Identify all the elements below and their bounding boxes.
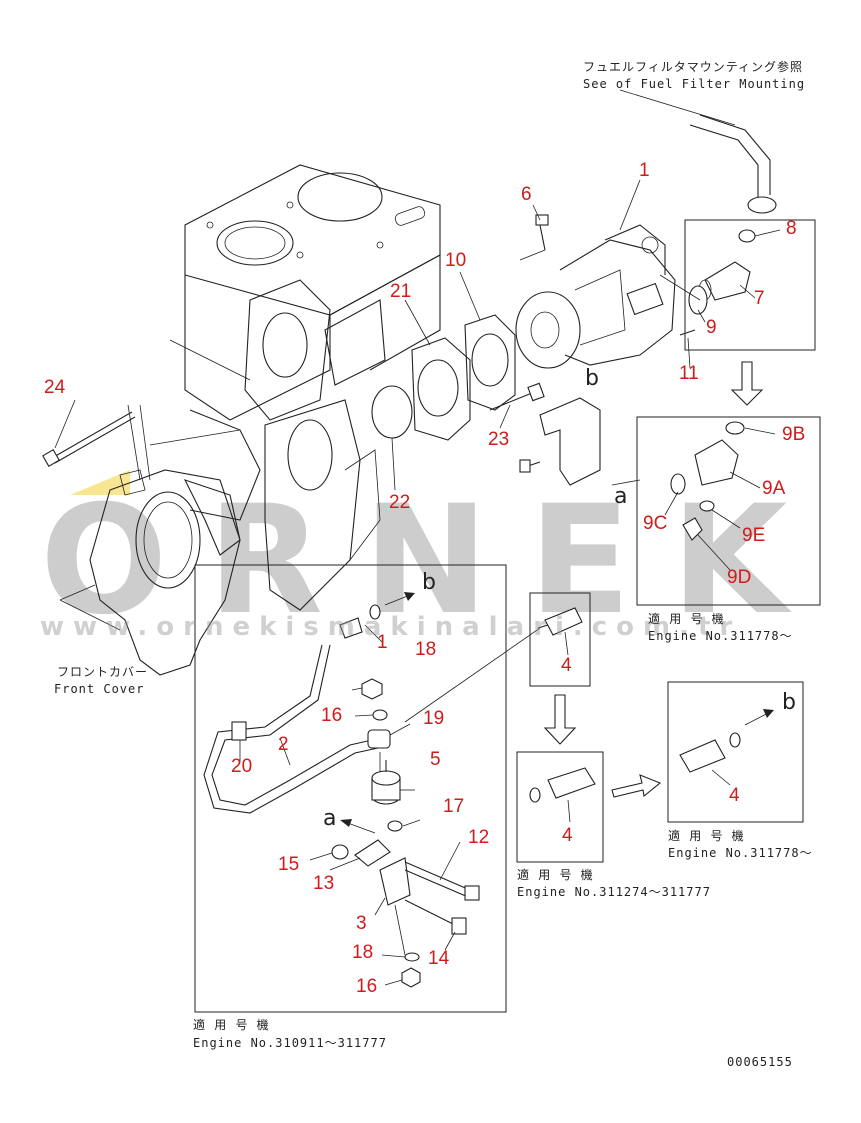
sensor-4-right [679,709,774,786]
part-number-9b: 9B [782,424,806,445]
part-number-4-right: 4 [729,785,740,806]
nut-16-bot [401,967,421,988]
arrow-down-1 [730,361,764,406]
part-number-9a: 9A [762,478,786,499]
part-number-10: 10 [445,250,467,271]
watermark-url: www.ornekismakinalari.com.tr [40,612,742,642]
front-cover [59,469,241,676]
part-number-22: 22 [389,492,411,513]
part-number-18-bot: 18 [352,942,374,963]
arrow-right [611,774,662,798]
part-number-17: 17 [443,796,465,817]
part-number-6: 6 [521,184,532,205]
fitting-9a [611,421,745,541]
fuel-pipe-upper [689,114,777,214]
bolt-12 [404,861,480,901]
part-number-23: 23 [488,429,510,450]
arrow-down-2 [543,694,577,745]
part-number-15: 15 [278,854,300,875]
part-number-8: 8 [786,218,797,239]
box-9-range: Engine No.311778～ [648,629,793,643]
part-number-4-mid: 4 [562,825,573,846]
connector-1 [339,604,383,643]
ref-letter-b-right: b [782,690,796,715]
box-mid-title: 適 用 号 機 [517,868,594,882]
part-number-3: 3 [356,913,367,934]
box-main-title: 適 用 号 機 [193,1018,270,1032]
box-fitting-9a [636,416,821,606]
box-right-title: 適 用 号 機 [668,829,745,843]
fitting-7 [659,229,756,315]
washer-15 [331,844,349,860]
sensor-4-top [404,607,583,723]
part-number-9e: 9E [742,525,766,546]
arrow-a-main [340,819,376,834]
watermark-logo: ORNEK [40,470,827,648]
bolt-14 [404,899,467,935]
ref-letter-b-box: b [422,570,436,595]
part-number-9d: 9D [727,567,752,588]
sensor-4-mid [529,767,596,823]
fuel-pump [515,224,676,369]
ref-letter-a-main: a [614,484,628,509]
document-number: 00065155 [727,1055,793,1069]
box-main-assembly [194,564,507,1013]
front-cover-label-en: Front Cover [54,682,145,696]
fuel-filter-note-jp: フュエルフィルタマウンティング参照 [583,60,804,74]
box-9-title: 適 用 号 機 [648,612,725,626]
part-number-18-top: 18 [415,639,437,660]
engine-block [149,164,441,611]
bolt-24 [42,399,151,481]
leader-lines [239,89,781,986]
part-number-5: 5 [430,749,441,770]
part-number-20: 20 [231,756,253,777]
part-number-11: 11 [679,363,699,384]
ref-letter-b-main: b [585,366,599,391]
washer-11 [679,329,696,336]
bolt-6 [519,214,549,261]
part-number-16-top: 16 [321,705,343,726]
joint-19 [367,729,391,775]
box-sensor-4-top [529,592,591,687]
gaskets [371,314,516,441]
part-number-24: 24 [44,377,66,398]
part-number-9c: 9C [643,513,668,534]
arrow-b-main [384,592,415,606]
washer-17 [387,820,403,832]
box-sensor-4-mid [516,751,604,863]
part-number-1-top: 1 [639,160,650,181]
box-mid-range: Engine No.311274～311777 [517,885,711,899]
pump-bracket [519,397,601,486]
part-number-19: 19 [423,708,445,729]
part-number-7: 7 [754,288,765,309]
svg-text:ORNEK: ORNEK [40,474,827,648]
box-main-range: Engine No.310911～311777 [193,1036,387,1050]
box-fitting-7 [684,219,816,351]
ref-letter-a-box: a [323,806,337,831]
bracket-3 [354,839,411,956]
clamp-20 [231,721,247,741]
fuel-pipe-2 [203,644,379,814]
nut-16-top [361,678,388,721]
washer-18-bot [404,952,420,962]
damper-5 [371,760,401,805]
fuel-filter-note-en: See of Fuel Filter Mounting [583,77,806,91]
bolt-23 [489,382,545,411]
box-right-range: Engine No.311778～ [668,846,813,860]
part-number-14: 14 [428,948,450,969]
part-number-16-bot: 16 [356,976,378,997]
part-number-21: 21 [390,281,412,302]
part-number-2: 2 [278,734,289,755]
part-number-1-box: 1 [377,632,388,653]
box-sensor-4-right [667,681,804,823]
part-number-9: 9 [706,317,717,338]
part-number-4-top: 4 [561,655,572,676]
front-cover-label-jp: フロントカバー [57,665,149,679]
part-number-13: 13 [313,873,335,894]
part-number-12: 12 [468,827,490,848]
